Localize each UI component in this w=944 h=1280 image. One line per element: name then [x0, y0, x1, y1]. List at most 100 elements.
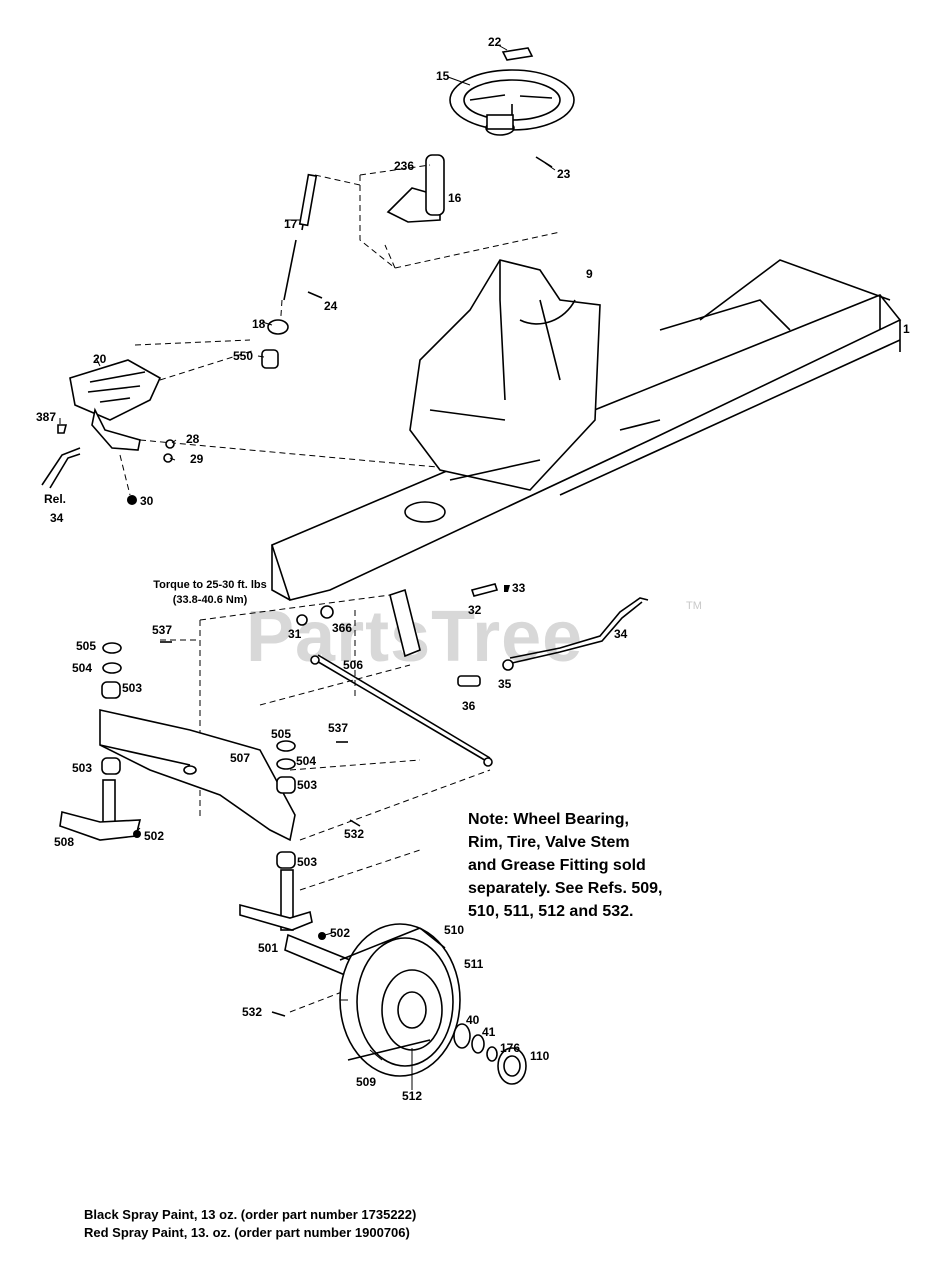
link-rod-rel34[interactable]	[41, 447, 81, 489]
callout-505b: 505	[271, 727, 291, 741]
callout-33: 33	[512, 581, 526, 595]
callout-537a: 537	[152, 623, 172, 637]
callout-507: 507	[230, 751, 250, 765]
torque-note: Torque to 25-30 ft. lbs (33.8-40.6 Nm)	[130, 578, 290, 608]
bushing-503b[interactable]	[276, 776, 296, 794]
bushing-503c[interactable]	[101, 757, 121, 775]
washer-504a[interactable]	[102, 662, 122, 674]
callout-23: 23	[557, 167, 571, 181]
callout-16: 16	[448, 191, 462, 205]
pin-part-23[interactable]	[535, 156, 553, 168]
front-wheel[interactable]	[339, 923, 461, 1077]
washer-40[interactable]	[453, 1023, 471, 1049]
callout-24: 24	[324, 299, 338, 313]
callout-110: 110	[530, 1049, 550, 1063]
callout-1: 1	[903, 322, 910, 336]
washer-505a[interactable]	[102, 642, 122, 654]
main-frame-1[interactable]	[271, 259, 902, 658]
callout-28: 28	[186, 432, 200, 446]
callout-rel-34: 34	[50, 511, 64, 525]
trademark-mark: TM	[686, 600, 702, 612]
callout-511: 511	[464, 957, 484, 971]
nut-part-29[interactable]	[163, 453, 173, 463]
spindle-508[interactable]	[59, 779, 142, 841]
callout-508: 508	[54, 835, 74, 849]
pin-part-24[interactable]	[307, 291, 323, 299]
callout-15: 15	[436, 69, 450, 83]
footer-black-paint: Black Spray Paint, 13 oz. (order part nu…	[84, 1207, 417, 1222]
callout-9: 9	[586, 267, 593, 281]
footer-red-paint: Red Spray Paint, 13. oz. (order part num…	[84, 1225, 410, 1240]
callout-41: 41	[482, 1025, 496, 1039]
callout-505a: 505	[76, 639, 96, 653]
washer-505b[interactable]	[276, 740, 296, 752]
steering-wheel[interactable]	[449, 69, 575, 136]
nut-part-35[interactable]	[502, 659, 514, 671]
washer-part-31[interactable]	[296, 614, 308, 626]
washer-41[interactable]	[471, 1034, 485, 1054]
callout-rel: Rel.	[44, 492, 66, 506]
callout-30: 30	[140, 494, 154, 508]
nut-502a[interactable]	[133, 830, 141, 838]
callout-31: 31	[288, 627, 302, 641]
grease-fitting-532b[interactable]	[271, 1011, 286, 1017]
callout-387: 387	[36, 410, 56, 424]
column-bracket-16[interactable]	[386, 154, 445, 223]
tie-rod-506[interactable]	[310, 654, 493, 767]
grease-fitting-532a[interactable]	[349, 819, 361, 827]
bushing-503d[interactable]	[276, 851, 296, 869]
bolt-part-387[interactable]	[57, 424, 68, 434]
hub-cap-110[interactable]	[497, 1047, 527, 1085]
callout-537b: 537	[328, 721, 348, 735]
callout-236: 236	[394, 159, 414, 173]
bolt-part-32[interactable]	[470, 583, 499, 597]
washer-504b[interactable]	[276, 758, 296, 770]
callout-504a: 504	[72, 661, 92, 675]
callout-29: 29	[190, 452, 204, 466]
gear-part-18[interactable]	[267, 319, 289, 335]
callout-503c: 503	[72, 761, 92, 775]
callout-18: 18	[252, 317, 266, 331]
steering-sector-20[interactable]	[69, 359, 162, 451]
torque-note-line1: Torque to 25-30 ft. lbs	[153, 579, 267, 591]
callout-550: 550	[233, 349, 253, 363]
bushing-503a[interactable]	[101, 681, 121, 699]
callout-35: 35	[498, 677, 512, 691]
callout-506: 506	[343, 658, 363, 672]
callout-502b: 502	[330, 926, 350, 940]
nut-502b[interactable]	[318, 932, 326, 940]
washer-part-366[interactable]	[320, 605, 334, 619]
callout-501: 501	[258, 941, 278, 955]
callout-20: 20	[93, 352, 107, 366]
callout-22: 22	[488, 35, 502, 49]
callout-509: 509	[356, 1075, 376, 1089]
drag-link-34[interactable]	[509, 597, 649, 664]
callout-503b: 503	[297, 778, 317, 792]
front-axle-507[interactable]	[99, 709, 296, 842]
callout-504b: 504	[296, 754, 316, 768]
callout-176: 176	[500, 1041, 520, 1055]
footer-paint-notes: Black Spray Paint, 13 oz. (order part nu…	[84, 1206, 416, 1242]
callout-510: 510	[444, 923, 464, 937]
callout-503a: 503	[122, 681, 142, 695]
callout-32: 32	[468, 603, 482, 617]
nut-part-30[interactable]	[127, 495, 137, 505]
callout-503d: 503	[297, 855, 317, 869]
cap-part-22[interactable]	[501, 47, 534, 61]
ring-176[interactable]	[486, 1046, 498, 1062]
callout-366: 366	[332, 621, 352, 635]
steering-shaft-17[interactable]	[283, 173, 318, 301]
callout-34: 34	[614, 627, 628, 641]
wheel-note: Note: Wheel Bearing, Rim, Tire, Valve St…	[468, 811, 663, 920]
bushing-part-550[interactable]	[261, 349, 279, 369]
callout-532b: 532	[242, 1005, 262, 1019]
callout-502a: 502	[144, 829, 164, 843]
callout-36: 36	[462, 699, 476, 713]
spindle-501[interactable]	[239, 869, 351, 977]
torque-note-line2: (33.8-40.6 Nm)	[172, 594, 248, 606]
bolt-part-36[interactable]	[457, 675, 481, 687]
callout-40: 40	[466, 1013, 480, 1027]
nut-part-28[interactable]	[165, 439, 175, 449]
bolt-part-33[interactable]	[504, 585, 510, 592]
